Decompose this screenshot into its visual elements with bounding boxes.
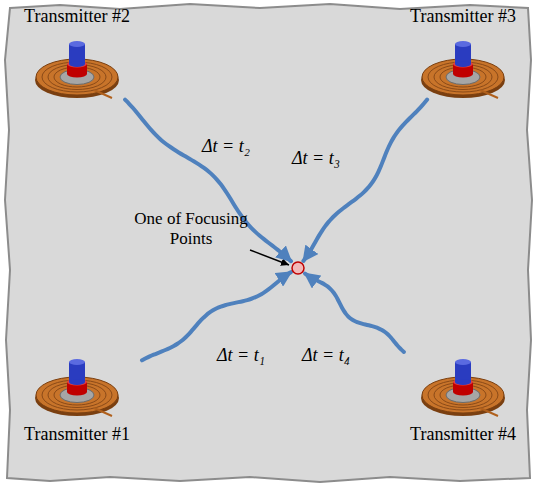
wave-arrow (305, 274, 404, 352)
transmitter: Transmitter #4 (398, 352, 528, 446)
transmitter: Transmitter #3 (398, 6, 528, 100)
coil-icon (32, 352, 122, 418)
transmitter-label: Transmitter #2 (24, 6, 130, 28)
wave-arrow (303, 100, 427, 261)
delay-label: Δt = t₄ (300, 345, 352, 367)
focusing-point: One of Focusing Points (291, 261, 305, 275)
coil-icon (418, 34, 508, 100)
transmitter-label: Transmitter #1 (24, 424, 130, 446)
focus-dot (291, 261, 305, 275)
delay-label: Δt = t₃ (290, 148, 342, 170)
transmitter-label: Transmitter #3 (410, 6, 516, 28)
transmitter: Transmitter #2 (12, 6, 142, 100)
transmitter-label: Transmitter #4 (410, 424, 516, 446)
delay-label: Δt = t₁ (215, 345, 267, 367)
callout-label: One of Focusing Points (131, 209, 251, 250)
coil-icon (418, 352, 508, 418)
coil-icon (32, 34, 122, 100)
wave-arrow (125, 100, 291, 262)
delay-label: Δt = t₂ (200, 136, 252, 158)
transmitter: Transmitter #1 (12, 352, 142, 446)
ground-panel (5, 4, 532, 482)
